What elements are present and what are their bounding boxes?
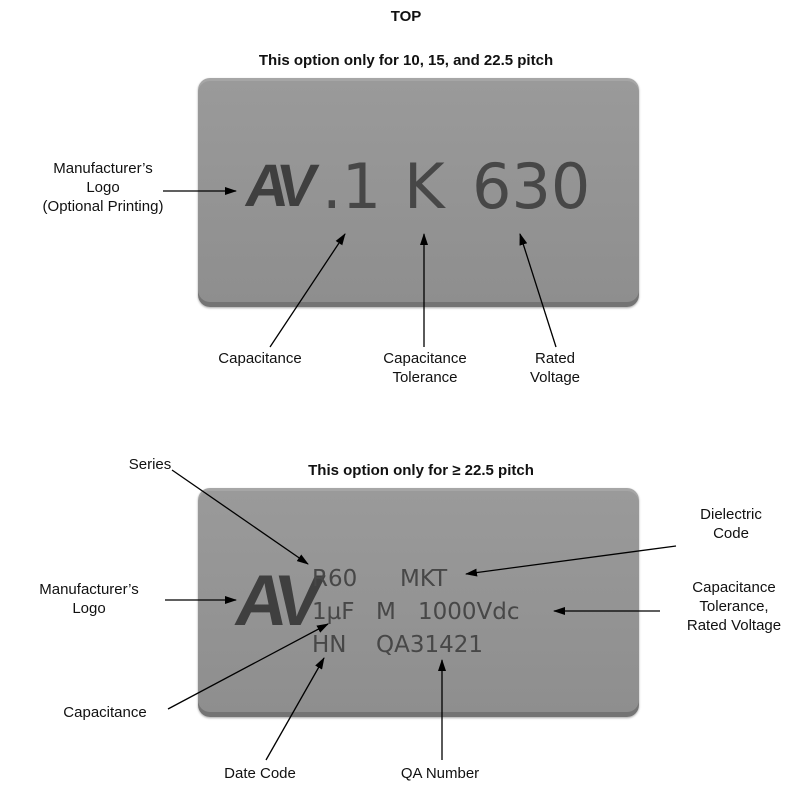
callout-tolerance-option1: Capacitance Tolerance xyxy=(383,350,467,386)
qa-number-mark: QA31421 xyxy=(376,632,484,658)
tolerance-mark-option2: M xyxy=(376,599,396,625)
callout-tolerance-voltage: Capacitance Tolerance, Rated Voltage xyxy=(686,579,782,634)
callout-qa-number: QA Number xyxy=(400,765,480,782)
callout-dielectric: Dielectric Code xyxy=(700,506,762,542)
series-mark: R60 xyxy=(312,566,358,592)
callout-date-code: Date Code xyxy=(224,765,296,782)
callout-capacitance-option2: Capacitance xyxy=(63,704,147,721)
voltage-mark-option1: 630 xyxy=(472,150,591,223)
option2-heading: This option only for ≥ 22.5 pitch xyxy=(308,462,534,479)
capacitance-mark-option2: 1µF xyxy=(312,599,355,625)
manufacturer-logo-option2: AV xyxy=(230,561,321,641)
option1-heading: This option only for 10, 15, and 22.5 pi… xyxy=(258,52,554,69)
date-code-mark: HN xyxy=(312,632,347,658)
callout-logo-option2: Manufacturer’s Logo xyxy=(39,581,139,617)
callout-logo-option1: Manufacturer’s Logo (Optional Printing) xyxy=(42,160,164,215)
voltage-mark-option2: 1000Vdc xyxy=(418,599,520,625)
dielectric-mark: MKT xyxy=(400,566,448,592)
top-label: TOP xyxy=(390,8,422,25)
callout-series: Series xyxy=(128,456,172,473)
manufacturer-logo-option1: AV xyxy=(241,152,314,219)
tolerance-mark-option1: K xyxy=(404,150,445,223)
capacitance-mark-option1: .1 xyxy=(322,150,382,223)
callout-voltage-option1: Rated Voltage xyxy=(529,350,581,386)
callout-capacitance-option1: Capacitance xyxy=(218,350,302,367)
